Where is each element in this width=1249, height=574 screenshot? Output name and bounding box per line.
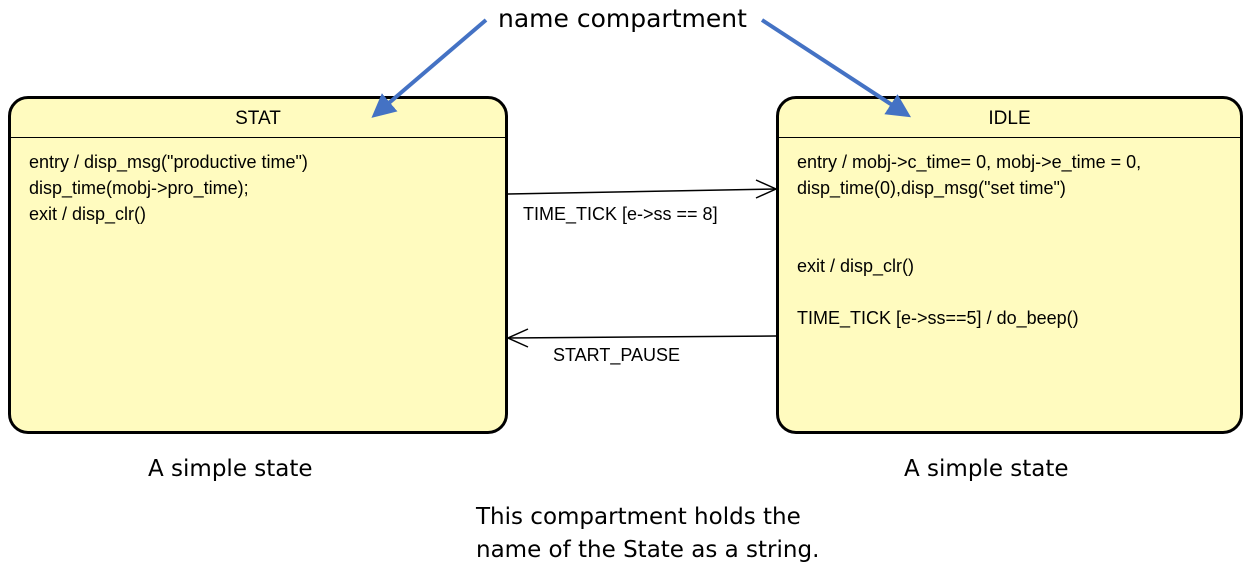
state-idle[interactable]: IDLE entry / mobj->c_time= 0, mobj->e_ti…: [776, 96, 1243, 434]
activity-line: exit / disp_clr(): [29, 204, 147, 224]
activity-line: TIME_TICK [e->ss==5] / do_beep(): [797, 308, 1079, 328]
transition-label-start-pause: START_PAUSE: [553, 345, 681, 365]
caption-explanation-line1: This compartment holds the: [476, 504, 801, 530]
activity-line: disp_time(mobj->pro_time);: [29, 178, 249, 198]
activity-line: entry / disp_msg("productive time"): [29, 152, 308, 172]
state-name-compartment: STAT: [11, 99, 505, 138]
state-internal-activities: entry / disp_msg("productive time") disp…: [29, 149, 308, 227]
activity-line: entry / mobj->c_time= 0, mobj->e_time = …: [797, 152, 1142, 172]
transition-label-time-tick: TIME_TICK [e->ss == 8]: [523, 204, 718, 224]
callout-arrow-right: [760, 18, 912, 118]
activity-line: disp_time(0),disp_msg("set time"): [797, 178, 1066, 198]
state-internal-activities: entry / mobj->c_time= 0, mobj->e_time = …: [797, 149, 1141, 331]
state-stat[interactable]: STAT entry / disp_msg("productive time")…: [8, 96, 508, 434]
caption-left-state: A simple state: [148, 456, 313, 482]
name-compartment-callout: name compartment: [498, 4, 747, 33]
state-name-compartment: IDLE: [779, 99, 1240, 138]
caption-right-state: A simple state: [904, 456, 1069, 482]
caption-explanation-line2: name of the State as a string.: [476, 537, 820, 563]
activity-line: exit / disp_clr(): [797, 256, 915, 276]
callout-arrow-left: [371, 18, 488, 118]
transition-arrow-stat-to-idle[interactable]: [507, 179, 778, 199]
transition-arrow-idle-to-stat[interactable]: [506, 328, 777, 348]
